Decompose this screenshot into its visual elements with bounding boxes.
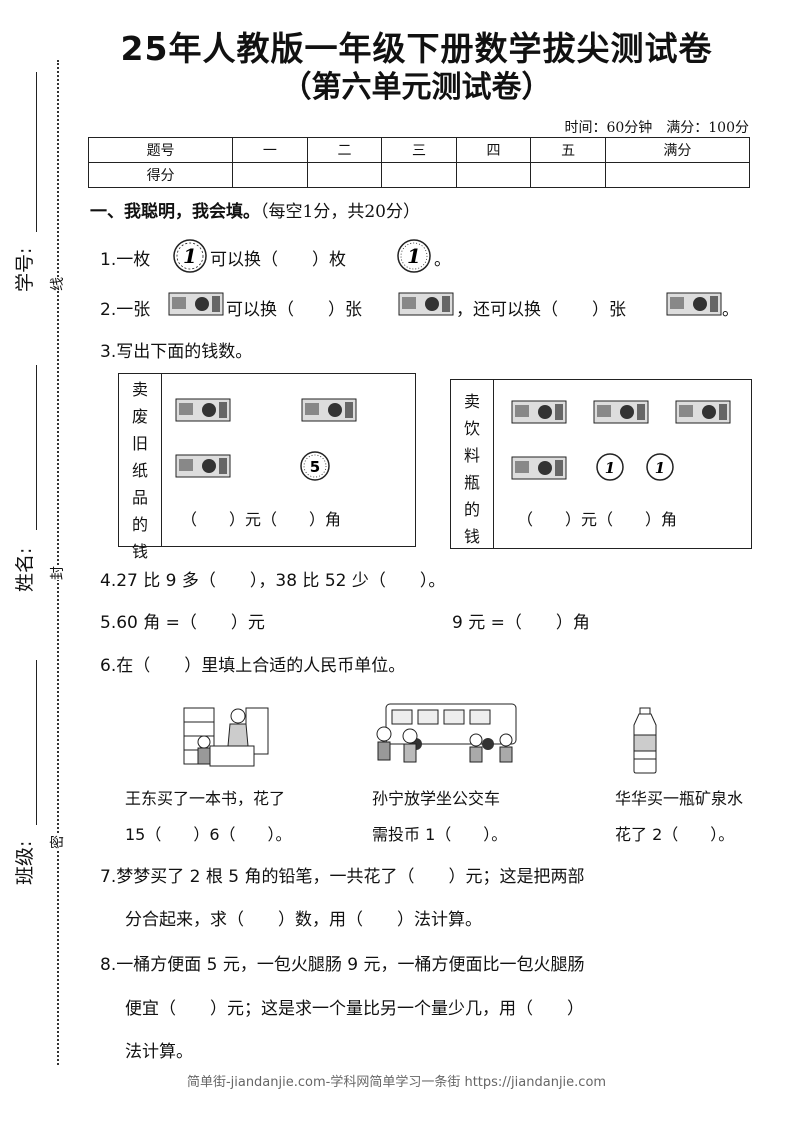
q7-line2: 分合起来，求（ ）数，用（ ）法计算。 (125, 910, 482, 930)
q5-right: 9 元 =（ ）角 (452, 613, 590, 633)
school-bus-illustration-icon (376, 703, 517, 763)
q1-mid: 可以换（ ）枚 (210, 250, 346, 270)
seal-char-feng: 封 (47, 566, 67, 580)
section1-heading-wrap: 一、我聪明，我会填。（每空1分，共20分） (90, 197, 420, 222)
box-divider (161, 374, 162, 546)
section1-heading: 一、我聪明，我会填。 (90, 202, 260, 222)
q1-start: 1.一枚 (100, 250, 151, 270)
q6-item1-line1: 王东买了一本书，花了 (125, 789, 286, 808)
exam-meta: 时间：60分钟 满分：100分 (564, 120, 749, 136)
q2-mid2: ，还可以换（ ）张 (456, 300, 626, 320)
score-table-header-row: 题号 一 二 三 四 五 满分 (87, 137, 751, 163)
student-no-label: 学号: (14, 247, 36, 292)
q6-text: 6.在（ ）里填上合适的人民币单位。 (100, 656, 406, 676)
svg-text:1: 1 (605, 459, 615, 477)
name-blank (36, 365, 37, 530)
class-label: 班级: (14, 840, 36, 885)
water-bottle-illustration-icon (633, 707, 657, 774)
seal-char-mi: 密 (47, 835, 67, 849)
q8-line1: 8.一桶方便面 5 元，一包火腿肠 9 元，一桶方便面比一包火腿肠 (100, 955, 585, 975)
banknote-icon (175, 454, 231, 478)
one-yuan-coin-icon: 1 (173, 239, 207, 273)
q2-start: 2.一张 (100, 300, 151, 320)
q2-end: 。 (722, 300, 739, 320)
q7-line1: 7.梦梦买了 2 根 5 角的铅笔，一共花了（ ）元；这是把两部 (100, 867, 585, 887)
section1-note: （每空1分，共20分） (260, 202, 420, 222)
coin-value-text: 1 (183, 244, 197, 268)
q1-end: 。 (434, 250, 451, 270)
score-table-score-row: 得分 (87, 162, 751, 188)
box-right-label: 卖 饮 料 瓶 的 钱 (463, 392, 480, 546)
q6-item3-line2: 花了 2（ ）。 (615, 825, 735, 844)
name-label: 姓名: (14, 547, 36, 592)
banknote-icon (301, 398, 357, 422)
banknote-icon (666, 292, 722, 316)
svg-text:5: 5 (310, 458, 320, 476)
q3-text: 3.写出下面的钱数。 (100, 342, 253, 362)
q5-left: 5.60 角 =（ ）元 (100, 613, 265, 633)
score-header: 二 (306, 137, 383, 163)
svg-text:1: 1 (407, 244, 421, 268)
banknote-icon (168, 292, 224, 316)
score-header: 一 (232, 137, 308, 163)
footer-watermark: 简单街-jiandanjie.com-学科网简单学习一条街 https://ji… (186, 1075, 607, 1090)
binding-dotted-line (57, 60, 59, 1065)
bookstore-illustration-icon (183, 707, 269, 767)
banknote-icon (175, 398, 231, 422)
score-cell[interactable] (306, 162, 383, 188)
box-left-label: 卖 废 旧 纸 品 的 钱 (131, 380, 148, 561)
five-jiao-coin-icon: 5 (300, 451, 330, 481)
page-subtitle: （第六单元测试卷） (281, 70, 552, 105)
q8-line3: 法计算。 (125, 1042, 193, 1062)
q4-text: 4.27 比 9 多（ ），38 比 52 少（ ）。 (100, 571, 446, 591)
class-blank (36, 660, 37, 825)
seal-char-xian: 线 (47, 277, 67, 291)
box-left-answer: （ ）元（ ）角 (181, 510, 342, 529)
banknote-icon (398, 292, 454, 316)
waste-paper-money-box: 卖 废 旧 纸 品 的 钱 5 （ ）元（ ）角 (118, 373, 416, 561)
score-row-label: 得分 (87, 162, 234, 188)
score-cell[interactable] (604, 162, 751, 188)
score-cell[interactable] (455, 162, 532, 188)
box-right-answer: （ ）元（ ）角 (517, 510, 678, 529)
banknote-icon (593, 400, 649, 424)
score-header: 四 (455, 137, 532, 163)
score-table: 题号 一 二 三 四 五 满分 得分 (87, 137, 751, 188)
box-divider (493, 380, 494, 548)
score-header: 三 (381, 137, 457, 163)
q6-item1-line2: 15（ ）6（ ）。 (125, 825, 292, 844)
q2-mid: 可以换（ ）张 (226, 300, 362, 320)
banknote-icon (511, 456, 567, 480)
score-header: 满分 (604, 137, 751, 163)
banknote-icon (675, 400, 731, 424)
one-jiao-coin-icon: 1 (646, 453, 674, 481)
score-header: 五 (530, 137, 606, 163)
q6-item3-line1: 华华买一瓶矿泉水 (615, 789, 744, 808)
score-header: 题号 (87, 137, 234, 163)
one-jiao-coin-icon: 1 (596, 453, 624, 481)
student-no-blank (36, 72, 37, 232)
banknote-icon (511, 400, 567, 424)
drink-bottle-money-box: 卖 饮 料 瓶 的 钱 1 1 （ ）元（ ）角 (450, 379, 752, 549)
q6-item2-line1: 孙宁放学坐公交车 (372, 789, 501, 808)
score-cell[interactable] (530, 162, 606, 188)
q6-item2-line2: 需投币 1（ ）。 (372, 825, 508, 844)
score-cell[interactable] (381, 162, 457, 188)
svg-text:1: 1 (655, 459, 665, 477)
score-cell[interactable] (232, 162, 308, 188)
q8-line2: 便宜（ ）元；这是求一个量比另一个量少几，用（ ） (125, 999, 584, 1019)
one-jiao-coin-icon: 1 (397, 239, 431, 273)
page-title: 25年人教版一年级下册数学拔尖测试卷 (120, 29, 713, 68)
